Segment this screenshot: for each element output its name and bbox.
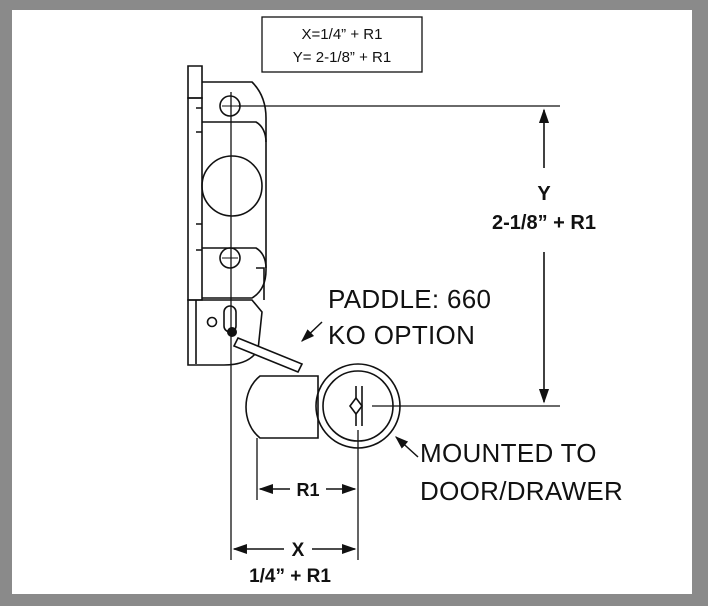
formula-y: Y= 2-1/8” + R1	[293, 49, 391, 66]
technical-drawing: X=1/4” + R1 Y= 2-1/8” + R1	[187, 16, 623, 587]
dimension-y-letter: Y	[537, 183, 551, 205]
formula-x: X=1/4” + R1	[302, 26, 383, 43]
dimension-r1-label: R1	[296, 480, 319, 500]
pivot-dot	[227, 327, 237, 337]
lock-body	[187, 65, 267, 366]
dimension-r1: R1	[258, 480, 357, 500]
dimension-x: X 1/4” + R1	[232, 540, 357, 587]
paddle	[232, 336, 304, 374]
dimension-y: Y 2-1/8” + R1	[492, 108, 596, 404]
drawing-sheet: X=1/4” + R1 Y= 2-1/8” + R1	[12, 10, 692, 594]
paddle-callout-line1: PADDLE: 660	[328, 284, 491, 314]
paddle-callout: PADDLE: 660 KO OPTION	[301, 284, 491, 350]
mount-callout: MOUNTED TO DOOR/DRAWER	[395, 436, 623, 506]
dimension-x-letter: X	[292, 540, 305, 561]
mount-callout-line2: DOOR/DRAWER	[420, 476, 623, 506]
formula-box: X=1/4” + R1 Y= 2-1/8” + R1	[261, 16, 423, 73]
paddle-callout-line2: KO OPTION	[328, 320, 475, 350]
mount-callout-line1: MOUNTED TO	[420, 438, 597, 468]
dimension-x-value: 1/4” + R1	[249, 566, 331, 587]
dimension-y-value: 2-1/8” + R1	[492, 212, 596, 234]
